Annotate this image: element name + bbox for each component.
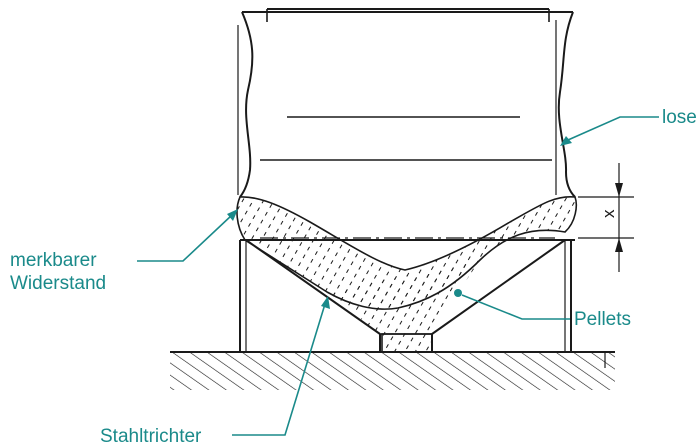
steel-hopper — [239, 239, 575, 353]
leader-pellets — [454, 289, 570, 320]
pellet-fill — [236, 195, 578, 353]
leader-lose — [560, 116, 659, 146]
leader-stahltrichter — [232, 296, 330, 436]
leader-widerstand — [137, 209, 238, 262]
ground — [170, 351, 615, 390]
label-stahltrichter: Stahltrichter — [100, 426, 202, 446]
dimension-x-label: x — [599, 209, 618, 218]
label-lose: lose — [662, 107, 697, 128]
label-pellets: Pellets — [574, 309, 631, 330]
dimension-x: x — [578, 163, 634, 272]
big-bag — [237, 8, 576, 198]
label-widerstand: Widerstand — [10, 273, 106, 294]
label-merkbarer: merkbarer — [10, 250, 97, 271]
